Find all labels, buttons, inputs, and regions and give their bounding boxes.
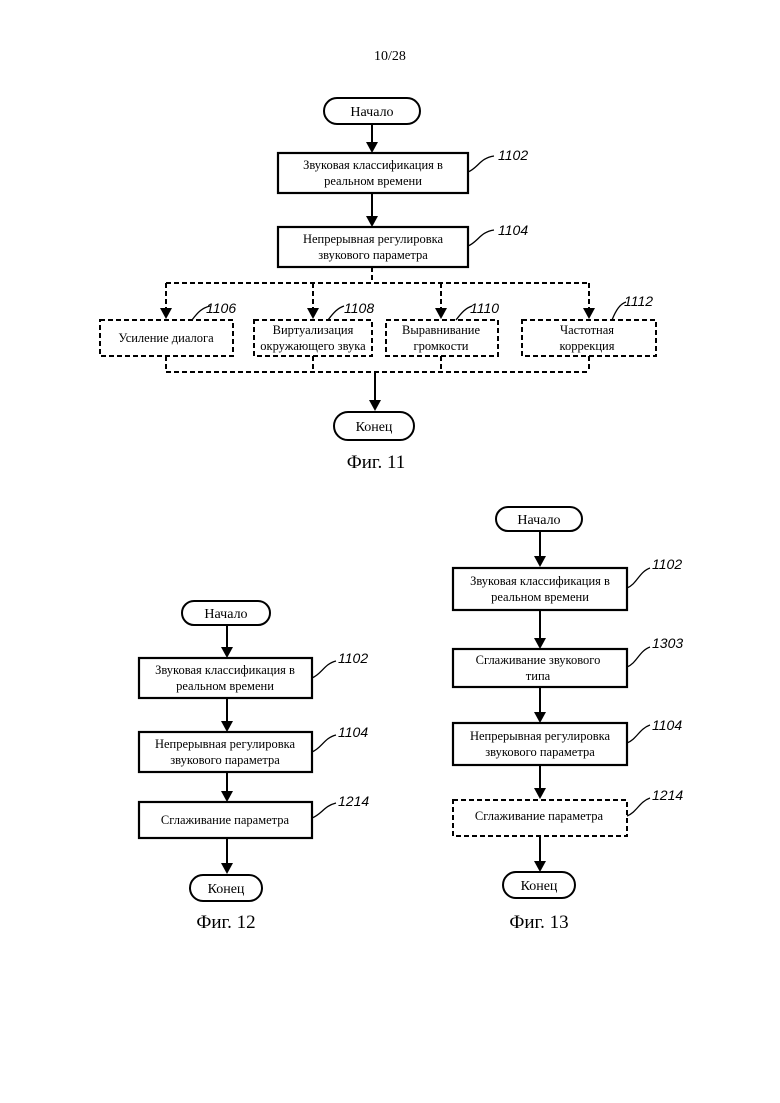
fig13-step4-line1: Сглаживание параметра: [475, 809, 604, 823]
fig11-step2-line2: звукового параметра: [318, 248, 428, 262]
fig12-ref-1104-leader: [312, 735, 336, 752]
fig11-branch2-line1: Виртуализация: [273, 323, 354, 337]
fig13-caption: Фиг. 13: [509, 912, 568, 933]
fig12-arrow-4: [221, 863, 233, 874]
fig11-ref-1104-leader: [468, 230, 494, 246]
fig12-step2-line1: Непрерывная регулировка: [155, 737, 296, 751]
fig13-arrow-2: [534, 638, 546, 649]
fig11-ref-1102-leader: [468, 156, 494, 172]
fig13-end-label: Конец: [521, 879, 558, 894]
fig13-ref-1303: 1303: [652, 635, 683, 651]
fig13-arrow-1: [534, 556, 546, 567]
fig11-branch2-line2: окружающего звука: [260, 339, 366, 353]
fig13-ref-1102-leader: [627, 568, 650, 588]
fig11-caption: Фиг. 11: [347, 452, 406, 473]
fig12-step-1102: Звуковая классификация в реальном времен…: [139, 650, 368, 698]
fig11-branch1-line1: Усиление диалога: [118, 331, 214, 345]
fig11-end-terminal: Конец: [334, 412, 414, 440]
fig11-step-1102: Звуковая классификация в реальном времен…: [278, 147, 528, 193]
fig12-step-1214: Сглаживание параметра 1214: [139, 793, 369, 838]
fig11-ref-1108: 1108: [344, 300, 374, 316]
fig11-branch4-line2: коррекция: [560, 339, 615, 353]
fig13-step-1303: Сглаживание звукового типа 1303: [453, 635, 683, 687]
fig11-start-label: Начало: [350, 105, 393, 120]
fig12-arrow-2: [221, 721, 233, 732]
fig11-step-1104: Непрерывная регулировка звукового параме…: [278, 222, 528, 267]
fig13-ref-1303-leader: [627, 647, 650, 667]
fig11-step1-line2: реальном времени: [324, 174, 422, 188]
fig12-step1-line2: реальном времени: [176, 679, 274, 693]
fig13-end-terminal: Конец: [503, 872, 575, 898]
fig11-arrow-2: [366, 216, 378, 227]
figure-13: Начало Звуковая классификация в реальном…: [453, 507, 683, 933]
fig13-start-terminal: Начало: [496, 507, 582, 531]
fig13-arrow-4: [534, 788, 546, 799]
page-number: 10/28: [374, 49, 406, 64]
fig13-step2-line2: типа: [526, 669, 551, 683]
fig13-step-1104: Непрерывная регулировка звукового параме…: [453, 717, 682, 765]
fig12-start-terminal: Начало: [182, 601, 270, 625]
fig11-arrow-branch-2: [307, 308, 319, 319]
fig11-branch4-line1: Частотная: [560, 323, 614, 337]
fig13-step-1214: Сглаживание параметра 1214: [453, 787, 683, 836]
fig12-ref-1102: 1102: [338, 650, 368, 666]
fig13-start-label: Начало: [517, 513, 560, 528]
fig11-ref-1104: 1104: [498, 222, 528, 238]
fig12-ref-1214: 1214: [338, 793, 369, 809]
fig11-arrow-end: [369, 400, 381, 411]
fig11-branch3-line2: громкости: [414, 339, 469, 353]
fig13-step2-line1: Сглаживание звукового: [476, 653, 601, 667]
fig13-ref-1104: 1104: [652, 717, 682, 733]
fig12-step-1104: Непрерывная регулировка звукового параме…: [139, 724, 368, 772]
fig13-step-1102: Звуковая классификация в реальном времен…: [453, 556, 682, 610]
fig11-arrow-branch-3: [435, 308, 447, 319]
fig12-arrow-3: [221, 791, 233, 802]
fig12-arrow-1: [221, 647, 233, 658]
fig13-step3-line1: Непрерывная регулировка: [470, 729, 611, 743]
fig12-end-terminal: Конец: [190, 875, 262, 901]
fig11-start-terminal: Начало: [324, 98, 420, 124]
fig11-ref-1112: 1112: [624, 293, 653, 309]
fig13-ref-1214-leader: [627, 798, 650, 816]
fig11-ref-1106: 1106: [206, 300, 236, 316]
fig13-ref-1214: 1214: [652, 787, 683, 803]
fig13-step1-line1: Звуковая классификация в: [470, 574, 610, 588]
fig13-step3-line2: звукового параметра: [485, 745, 595, 759]
fig11-step1-line1: Звуковая классификация в: [303, 158, 443, 172]
fig11-ref-1108-leader: [328, 306, 344, 320]
fig13-arrow-3: [534, 712, 546, 723]
fig11-arrow-1: [366, 142, 378, 153]
fig13-ref-1104-leader: [627, 725, 650, 743]
fig12-end-label: Конец: [208, 882, 245, 897]
fig13-step1-line2: реальном времени: [491, 590, 589, 604]
fig11-arrow-branch-1: [160, 308, 172, 319]
fig12-ref-1104: 1104: [338, 724, 368, 740]
fig12-caption: Фиг. 12: [196, 912, 255, 933]
fig11-ref-1110: 1110: [470, 300, 499, 316]
figure-12: Начало Звуковая классификация в реальном…: [139, 601, 369, 933]
fig11-branch3-line1: Выравнивание: [402, 323, 480, 337]
fig13-ref-1102: 1102: [652, 556, 682, 572]
fig12-ref-1102-leader: [312, 661, 336, 678]
fig12-ref-1214-leader: [312, 803, 336, 818]
fig11-end-label: Конец: [356, 420, 393, 435]
fig12-step3-line1: Сглаживание параметра: [161, 813, 290, 827]
fig12-step1-line1: Звуковая классификация в: [155, 663, 295, 677]
fig11-ref-1102: 1102: [498, 147, 528, 163]
fig11-arrow-branch-4: [583, 308, 595, 319]
fig11-step2-line1: Непрерывная регулировка: [303, 232, 444, 246]
fig12-step2-line2: звукового параметра: [170, 753, 280, 767]
fig12-start-label: Начало: [204, 607, 247, 622]
figure-11: Начало Звуковая классификация в реальном…: [100, 98, 656, 473]
fig13-arrow-5: [534, 861, 546, 872]
